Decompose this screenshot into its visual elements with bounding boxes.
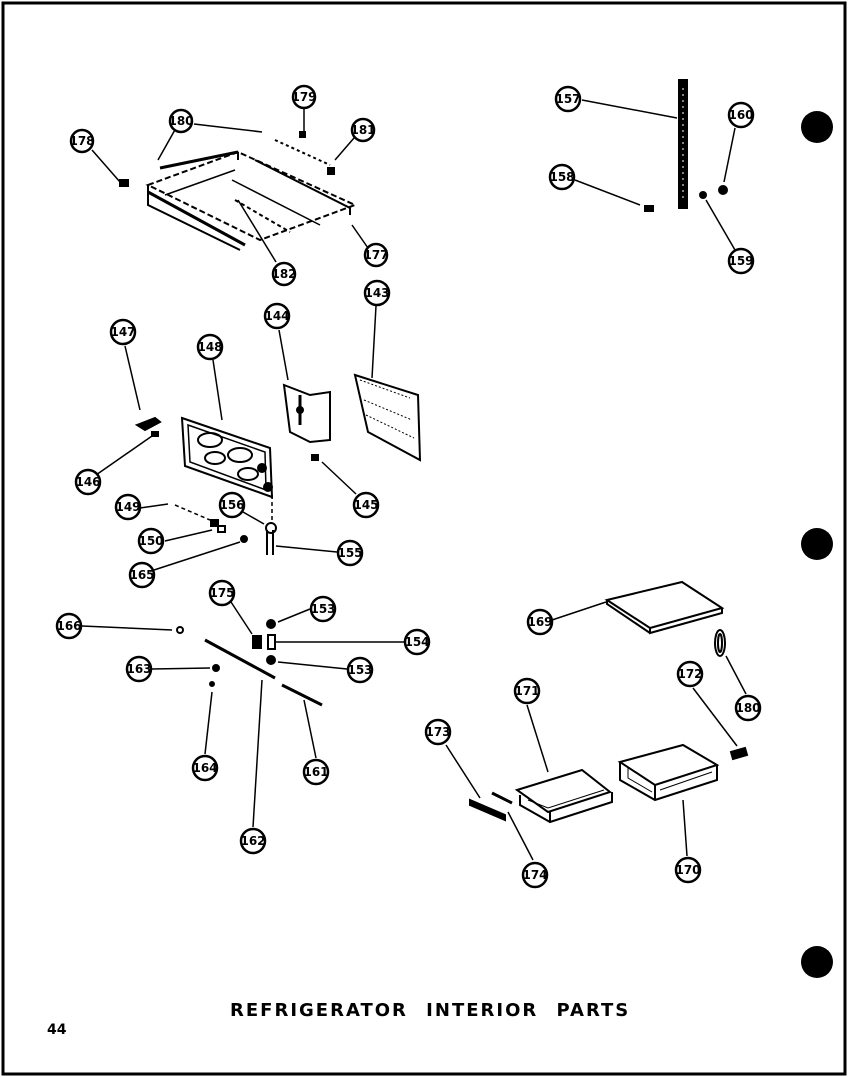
svg-text:171: 171 bbox=[514, 684, 539, 698]
svg-text:148: 148 bbox=[197, 340, 222, 354]
binder-hole-top bbox=[801, 111, 833, 143]
callout-173: 173 bbox=[424, 718, 452, 746]
svg-text:181: 181 bbox=[350, 123, 375, 137]
svg-text:157: 157 bbox=[555, 92, 580, 106]
crisper-cover-169 bbox=[604, 580, 725, 635]
svg-text:182: 182 bbox=[271, 267, 296, 281]
clip-147 bbox=[134, 416, 162, 437]
callout-174: 174 bbox=[521, 861, 549, 889]
svg-text:158: 158 bbox=[549, 170, 574, 184]
callout-160: 160 bbox=[727, 101, 755, 129]
callout-153: 153 bbox=[309, 595, 337, 623]
svg-text:159: 159 bbox=[728, 254, 753, 268]
callout-bubbles: 179 178 180 181 182 177 157 160 158 159 … bbox=[55, 84, 762, 889]
callout-149: 149 bbox=[114, 493, 142, 521]
svg-text:153: 153 bbox=[347, 663, 372, 677]
svg-text:170: 170 bbox=[675, 863, 700, 877]
callout-179: 179 bbox=[291, 84, 317, 110]
crisper-drawer-171 bbox=[514, 768, 613, 824]
crisper-drawer-170 bbox=[617, 743, 720, 802]
svg-text:177: 177 bbox=[363, 248, 388, 262]
binder-hole-middle bbox=[801, 528, 833, 560]
callout-150: 150 bbox=[137, 527, 165, 555]
callout-155: 155 bbox=[336, 539, 364, 567]
page-number: 44 bbox=[47, 1022, 67, 1038]
callout-153: 153 bbox=[346, 656, 374, 684]
svg-text:150: 150 bbox=[138, 534, 163, 548]
diagram-title: REFRIGERATOR INTERIOR PARTS bbox=[230, 1000, 631, 1021]
svg-text:144: 144 bbox=[264, 309, 289, 323]
svg-text:166: 166 bbox=[56, 619, 81, 633]
callout-147: 147 bbox=[109, 318, 137, 346]
callout-178: 178 bbox=[69, 128, 95, 154]
drawer-rails-173-174 bbox=[469, 791, 513, 822]
roller-172 bbox=[729, 746, 749, 761]
callout-161: 161 bbox=[302, 758, 330, 786]
svg-text:163: 163 bbox=[126, 662, 151, 676]
alignment-lines bbox=[174, 495, 273, 521]
leader-lines bbox=[81, 99, 747, 861]
bracket-144 bbox=[282, 383, 331, 461]
callout-177: 177 bbox=[363, 242, 389, 268]
callout-143: 143 bbox=[363, 279, 391, 307]
svg-text:154: 154 bbox=[404, 635, 429, 649]
shelf-frame-assembly bbox=[119, 131, 358, 251]
callout-156: 156 bbox=[218, 491, 246, 519]
callout-145: 145 bbox=[352, 491, 380, 519]
callout-171: 171 bbox=[513, 677, 541, 705]
callout-182: 182 bbox=[271, 261, 297, 287]
svg-text:160: 160 bbox=[728, 108, 753, 122]
callout-181: 181 bbox=[350, 117, 376, 143]
control-housing-148 bbox=[180, 416, 274, 499]
callout-180: 180 bbox=[734, 694, 762, 722]
callout-146: 146 bbox=[74, 468, 102, 496]
svg-text:174: 174 bbox=[522, 868, 547, 882]
shelf-rail-assembly bbox=[644, 79, 728, 212]
svg-text:153: 153 bbox=[310, 602, 335, 616]
callout-170: 170 bbox=[674, 856, 702, 884]
binder-hole-bottom bbox=[801, 946, 833, 978]
svg-text:156: 156 bbox=[219, 498, 244, 512]
svg-text:172: 172 bbox=[677, 667, 702, 681]
svg-text:164: 164 bbox=[192, 761, 217, 775]
svg-text:173: 173 bbox=[425, 725, 450, 739]
callout-158: 158 bbox=[548, 163, 576, 191]
callout-169: 169 bbox=[526, 608, 554, 636]
callout-163: 163 bbox=[125, 655, 153, 683]
svg-text:180: 180 bbox=[735, 701, 760, 715]
svg-text:161: 161 bbox=[303, 765, 328, 779]
svg-text:145: 145 bbox=[353, 498, 378, 512]
callout-164: 164 bbox=[191, 754, 219, 782]
callout-165: 165 bbox=[128, 561, 156, 589]
callout-157: 157 bbox=[554, 85, 582, 113]
svg-text:143: 143 bbox=[364, 286, 389, 300]
callout-180: 180 bbox=[168, 108, 194, 134]
callout-159: 159 bbox=[727, 247, 755, 275]
svg-text:178: 178 bbox=[69, 134, 94, 148]
panel-143 bbox=[353, 373, 422, 462]
callout-172: 172 bbox=[676, 660, 704, 688]
spring-180 bbox=[714, 629, 726, 657]
svg-text:162: 162 bbox=[240, 834, 265, 848]
callout-166: 166 bbox=[55, 612, 83, 640]
svg-text:169: 169 bbox=[527, 615, 552, 629]
rod-assembly bbox=[176, 619, 323, 707]
svg-text:146: 146 bbox=[75, 475, 100, 489]
svg-text:179: 179 bbox=[291, 90, 316, 104]
small-parts-cluster bbox=[210, 519, 277, 555]
callout-148: 148 bbox=[196, 333, 224, 361]
callout-154: 154 bbox=[403, 628, 431, 656]
svg-text:155: 155 bbox=[337, 546, 362, 560]
svg-text:165: 165 bbox=[129, 568, 154, 582]
svg-text:175: 175 bbox=[209, 586, 234, 600]
callout-175: 175 bbox=[208, 579, 236, 607]
svg-text:149: 149 bbox=[115, 500, 140, 514]
svg-text:180: 180 bbox=[168, 114, 193, 128]
callout-144: 144 bbox=[263, 302, 291, 330]
svg-text:147: 147 bbox=[110, 325, 135, 339]
callout-162: 162 bbox=[239, 827, 267, 855]
